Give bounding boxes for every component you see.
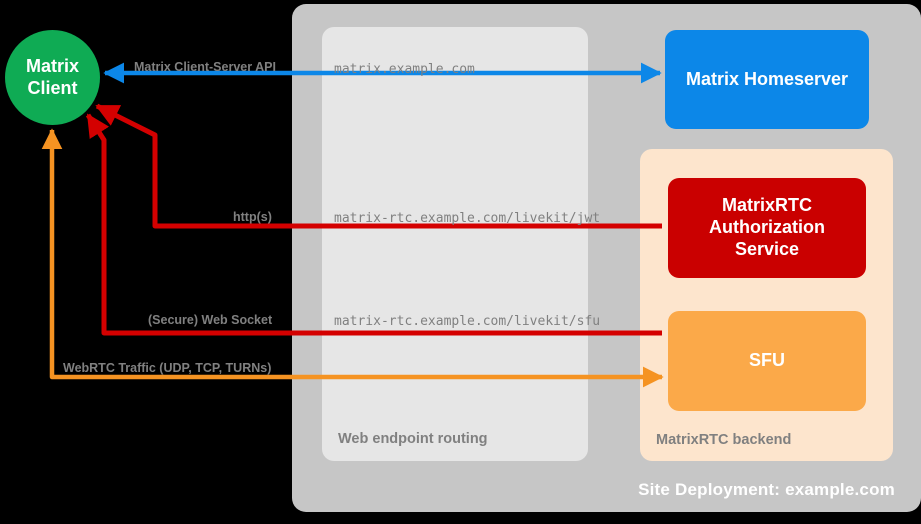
endpoint-label-livekit-jwt: matrix-rtc.example.com/livekit/jwt [334,211,601,226]
edge-label-webrtc-traffic: WebRTC Traffic (UDP, TCP, TURNs) [63,361,272,375]
web-endpoint-routing-label: Web endpoint routing [338,431,488,447]
node-matrix-homeserver[interactable]: Matrix Homeserver [665,30,869,129]
matrix-homeserver-label: Matrix Homeserver [685,68,849,89]
node-sfu[interactable]: SFU [668,311,866,411]
edge-label-secure-web-socket: (Secure) Web Socket [148,313,273,327]
edge-label-client-server-api: Matrix Client-Server API [134,60,276,74]
endpoint-label-livekit-sfu: matrix-rtc.example.com/livekit/sfu [334,314,601,329]
edge-label-https: http(s) [233,210,272,224]
auth-service-label-line1: MatrixRTC [721,195,812,216]
site-deployment-label: Site Deployment: example.com [638,480,895,499]
matrix-client-label: Matrix Client [26,56,79,98]
auth-service-label-line3: Service [734,238,800,259]
matrix-client-label-line2: Client [27,77,78,98]
matrixrtc-backend-label: MatrixRTC backend [656,432,792,448]
matrixrtc-auth-service-label: MatrixRTC Authorization Service [709,195,825,261]
endpoint-label-matrix: matrix.example.com [334,62,475,77]
web-endpoint-routing-panel: Web endpoint routing [322,27,588,461]
node-matrixrtc-authorization-service[interactable]: MatrixRTC Authorization Service [668,178,866,278]
auth-service-label-line2: Authorization [709,217,825,238]
matrix-client-label-line1: Matrix [25,56,79,77]
sfu-label: SFU [749,350,785,371]
node-matrix-client[interactable]: Matrix Client [5,30,100,125]
